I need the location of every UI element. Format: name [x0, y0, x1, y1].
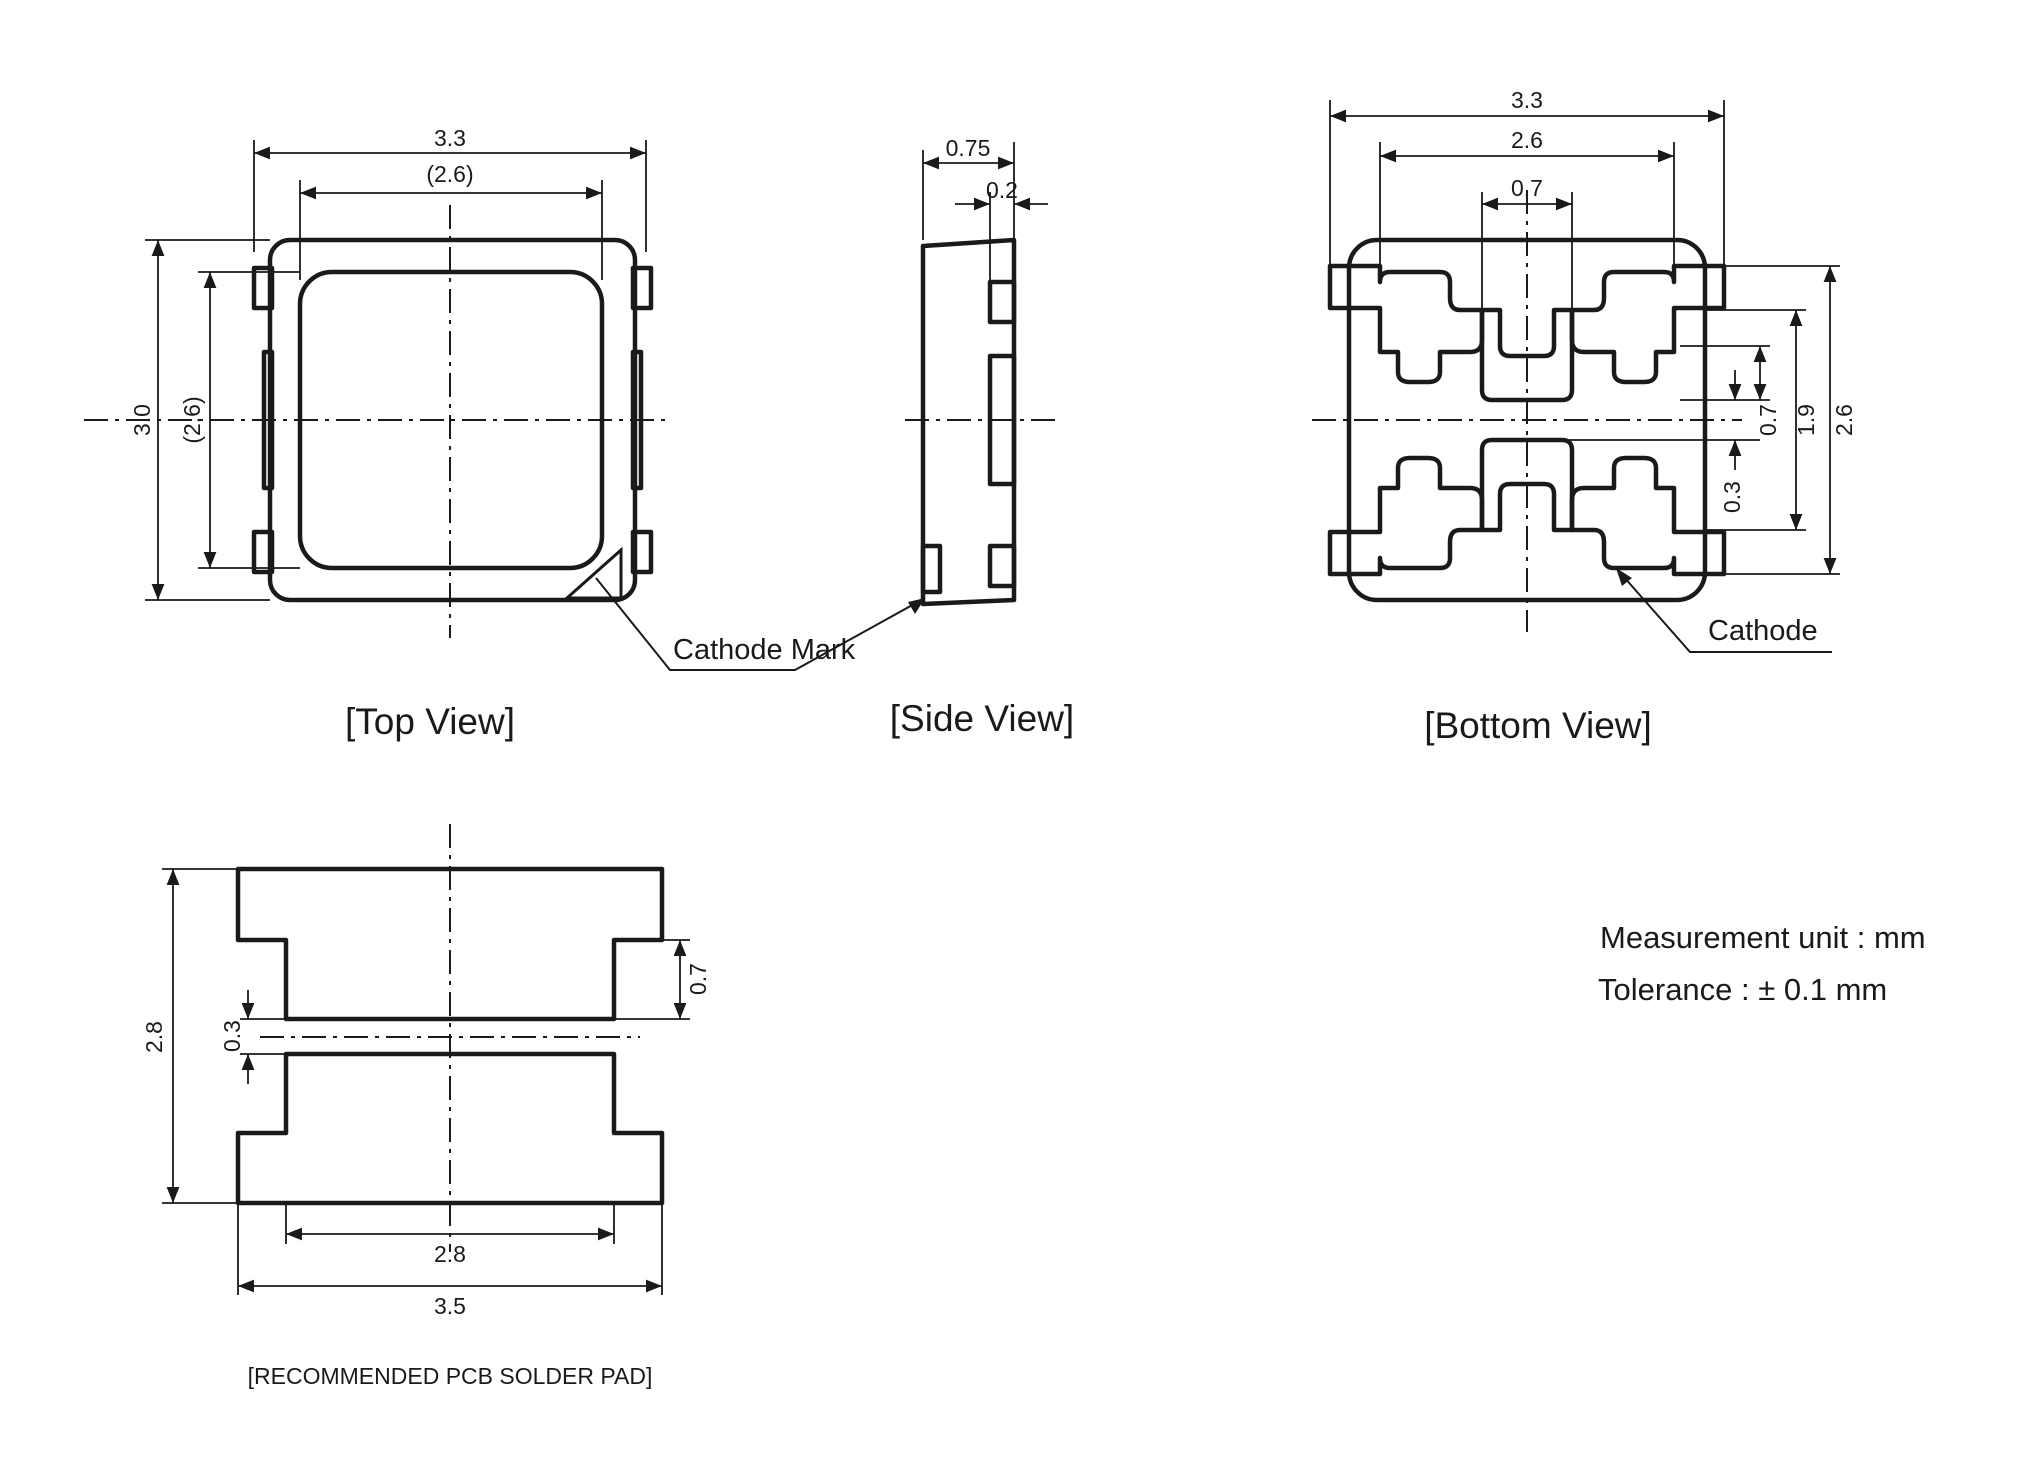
pcb-width-dim-label: 3.5 [434, 1293, 466, 1319]
side-depth-dim-label: 0.75 [946, 135, 991, 161]
pcb-height-dim-label: 2.8 [141, 1021, 167, 1053]
top-inner-height-dim-label: (2.6) [179, 396, 205, 443]
bottom-view-pad-top-right [1569, 263, 1727, 385]
side-view-lead-middle [987, 353, 1017, 487]
top-view-lead-bottom-left [251, 529, 275, 575]
pcb-notch-dim-label: 0.7 [685, 963, 711, 995]
bottom-view-pad-top-center [1479, 307, 1575, 403]
pcb-pad-caption: [RECOMMENDED PCB SOLDER PAD] [248, 1363, 653, 1389]
bottom-cathode-arrowhead [1616, 568, 1632, 586]
bottom-pad-span-dim-label: 2.6 [1511, 127, 1543, 153]
bottom-view-pad-top-left [1327, 263, 1485, 385]
tolerance-note: Tolerance : ± 0.1 mm [1598, 972, 1887, 1007]
bottom-view-label: [Bottom View] [1424, 705, 1652, 746]
side-view: 0.75 0.2 [Side View] [890, 135, 1074, 739]
side-view-body-outline [920, 237, 1017, 607]
side-view-lead-bottom [987, 543, 1017, 589]
pcb-pad-lower [235, 1051, 665, 1206]
bottom-view-pad-bottom-center [1479, 437, 1575, 533]
bottom-view-body-outline [1346, 237, 1708, 603]
top-view: 3.3 (2.6) 3.0 (2.6) [Top View] [84, 125, 668, 742]
pcb-inner-width-dim-label: 2.8 [434, 1241, 466, 1267]
top-view-side-lead-right [630, 349, 644, 491]
bottom-height-dim-label: 2.6 [1831, 404, 1857, 436]
top-view-lead-top-left [251, 265, 275, 311]
bottom-view-pad-bottom-left [1327, 455, 1485, 577]
bottom-center-pad-dim-label: 0.7 [1511, 175, 1543, 201]
measurement-unit-note: Measurement unit : mm [1600, 920, 1926, 955]
top-inner-width-dim-label: (2.6) [426, 161, 473, 187]
top-view-side-lead-left [261, 349, 275, 491]
bottom-width-dim-label: 3.3 [1511, 87, 1543, 113]
side-view-label: [Side View] [890, 698, 1074, 739]
pcb-solder-pad: 2.8 0.3 0.7 2.8 3.5 [RECOMMENDED PCB SOL… [141, 824, 711, 1389]
top-view-cathode-mark [563, 546, 623, 600]
pcb-gap-dim-label: 0.3 [219, 1020, 245, 1052]
top-view-lens-outline [297, 269, 605, 571]
bottom-pad-height-dim-label: 0.7 [1755, 404, 1781, 436]
side-view-lead-cathode [920, 543, 943, 595]
cathode-mark-leader [595, 577, 926, 671]
top-height-dim-label: 3.0 [129, 404, 155, 436]
side-view-lead-top [987, 279, 1017, 325]
top-width-dim-label: 3.3 [434, 125, 466, 151]
bottom-cathode-leader [1615, 567, 1832, 653]
top-view-lead-top-right [630, 265, 654, 311]
bottom-view: 3.3 2.6 0.7 2.6 1.9 0.7 0.3 Cathode [Bot… [1312, 87, 1857, 746]
bottom-1-9-dim-label: 1.9 [1793, 404, 1819, 436]
side-lead-dim-label: 0.2 [986, 177, 1018, 203]
bottom-view-pad-bottom-right [1569, 455, 1727, 577]
top-view-label: [Top View] [345, 701, 515, 742]
cathode-mark-callout: Cathode Mark [673, 634, 856, 666]
bottom-gap-dim-label: 0.3 [1719, 481, 1745, 513]
top-view-lead-bottom-right [630, 529, 654, 575]
bottom-cathode-callout: Cathode [1708, 615, 1818, 647]
